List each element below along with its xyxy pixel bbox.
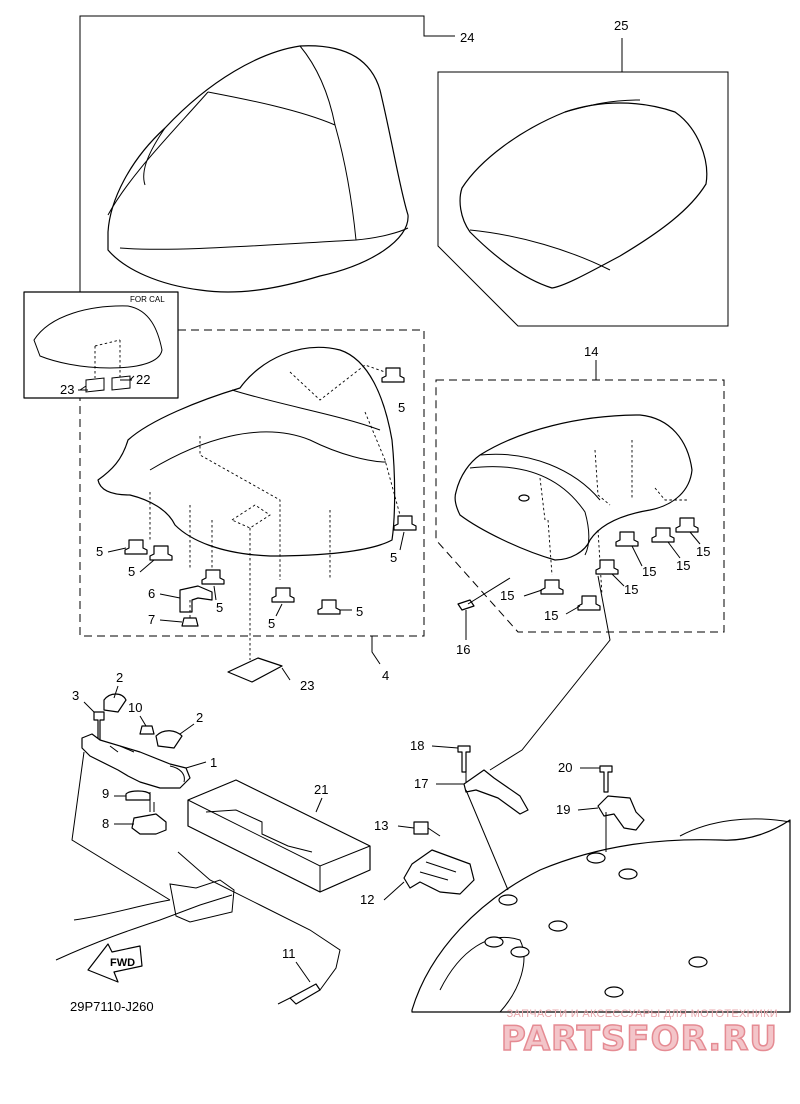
label-2a bbox=[103, 693, 127, 713]
fwd-arrow: FWD bbox=[87, 943, 143, 983]
screw-7 bbox=[181, 617, 199, 627]
bolt-20 bbox=[599, 765, 613, 793]
callout-20: 20 bbox=[558, 760, 572, 775]
callout-15f: 15 bbox=[696, 544, 710, 559]
callout-10: 10 bbox=[128, 700, 142, 715]
callout-7: 7 bbox=[148, 612, 155, 627]
bolt-18 bbox=[457, 745, 471, 773]
callout-15b: 15 bbox=[544, 608, 558, 623]
watermark: ЗАПЧАСТИ И АКСЕССУАРЫ ДЛЯ МОТОТЕХНИКИ PA… bbox=[500, 1008, 778, 1059]
part-4-seat-assembly bbox=[79, 329, 425, 683]
callout-5g: 5 bbox=[390, 550, 397, 565]
plate-9 bbox=[125, 790, 151, 801]
callout-9: 9 bbox=[102, 786, 109, 801]
callout-5b: 5 bbox=[96, 544, 103, 559]
diagram-code: 29P7110-J260 bbox=[70, 999, 154, 1014]
callout-8: 8 bbox=[102, 816, 109, 831]
watermark-brand: PARTSFOR.RU bbox=[500, 1019, 778, 1059]
seat-lock-mechanism bbox=[55, 693, 371, 1005]
part-14-passenger-seat bbox=[435, 360, 725, 640]
callout-25: 25 bbox=[614, 18, 628, 33]
bolt-3 bbox=[93, 711, 105, 741]
callout-5e: 5 bbox=[268, 616, 275, 631]
callout-5a: 5 bbox=[398, 400, 405, 415]
callout-1: 1 bbox=[210, 755, 217, 770]
grommet-5-set bbox=[124, 367, 417, 615]
callout-14: 14 bbox=[584, 344, 598, 359]
callout-2a: 2 bbox=[116, 670, 123, 685]
callout-15d: 15 bbox=[642, 564, 656, 579]
callout-17: 17 bbox=[414, 776, 428, 791]
bracket-1 bbox=[81, 733, 191, 789]
callout-15e: 15 bbox=[676, 558, 690, 573]
callout-3: 3 bbox=[72, 688, 79, 703]
cable-end-11 bbox=[289, 983, 321, 1005]
callout-11: 11 bbox=[282, 946, 296, 961]
bracket-17 bbox=[463, 769, 529, 815]
callout-22: 22 bbox=[136, 372, 150, 387]
callout-6: 6 bbox=[148, 586, 155, 601]
part-24-seat-cover bbox=[79, 15, 455, 293]
fwd-label: FWD bbox=[110, 957, 135, 969]
tool-case-21 bbox=[187, 779, 371, 893]
callout-2b: 2 bbox=[196, 710, 203, 725]
callout-15a: 15 bbox=[500, 588, 514, 603]
callout-5c: 5 bbox=[128, 564, 135, 579]
label-23 bbox=[227, 657, 283, 683]
callout-4: 4 bbox=[382, 668, 389, 683]
callout-13: 13 bbox=[374, 818, 388, 833]
inset-for-cal: FOR CAL bbox=[23, 291, 179, 399]
callout-5d: 5 bbox=[216, 600, 223, 615]
grommet-15-set bbox=[540, 517, 699, 611]
callout-23a: 23 bbox=[60, 382, 74, 397]
callout-12: 12 bbox=[360, 892, 374, 907]
nut-10 bbox=[139, 725, 155, 735]
callout-15c: 15 bbox=[624, 582, 638, 597]
callout-5f: 5 bbox=[356, 604, 363, 619]
bolt-13 bbox=[413, 821, 429, 835]
callout-24: 24 bbox=[460, 30, 474, 45]
inset-caption: FOR CAL bbox=[130, 295, 165, 304]
watermark-tagline: ЗАПЧАСТИ И АКСЕССУАРЫ ДЛЯ МОТОТЕХНИКИ bbox=[506, 1008, 778, 1020]
callout-23b: 23 bbox=[300, 678, 314, 693]
callout-18: 18 bbox=[410, 738, 424, 753]
label-2b bbox=[155, 730, 183, 749]
bracket-6 bbox=[179, 585, 213, 613]
part-number-labels: 1 2 2 3 4 5 5 5 5 5 5 5 23 6 7 8 9 10 11… bbox=[60, 18, 710, 983]
callout-16: 16 bbox=[456, 642, 470, 657]
lock-8 bbox=[131, 813, 167, 835]
rear-frame bbox=[411, 819, 791, 1013]
callout-19: 19 bbox=[556, 802, 570, 817]
frame-and-brackets bbox=[403, 575, 791, 1013]
bracket-19 bbox=[597, 795, 645, 831]
lock-bracket-12 bbox=[403, 849, 475, 895]
callout-21: 21 bbox=[314, 782, 328, 797]
part-25-passenger-cover bbox=[437, 38, 729, 327]
